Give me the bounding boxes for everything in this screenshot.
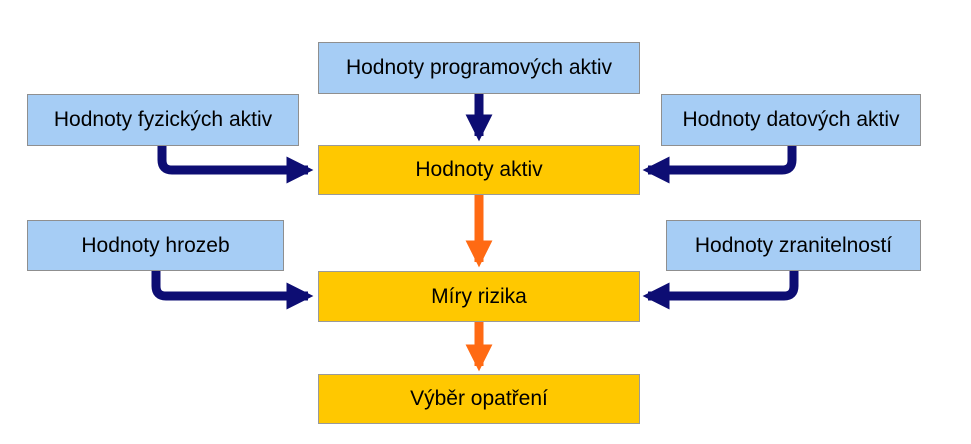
arrow-data-to-asset-values	[642, 146, 797, 184]
node-threats-label: Hodnoty hrozeb	[81, 233, 230, 257]
arrow-vulnerabilities-to-risk	[642, 271, 799, 310]
node-vulnerabilities: Hodnoty zranitelností	[666, 220, 921, 271]
node-software-assets-label: Hodnoty programových aktiv	[345, 56, 613, 79]
node-physical-assets: Hodnoty fyzických aktiv	[27, 94, 299, 146]
node-asset-values: Hodnoty aktiv	[318, 145, 640, 195]
node-risk-measures-label: Míry rizika	[431, 284, 527, 308]
node-countermeasures: Výběr opatření	[318, 374, 640, 424]
node-software-assets: Hodnoty programových aktiv	[318, 42, 640, 94]
node-risk-measures: Míry rizika	[318, 271, 640, 322]
node-countermeasures-label: Výběr opatření	[410, 387, 548, 410]
node-asset-values-label: Hodnoty aktiv	[415, 158, 543, 181]
node-vulnerabilities-label: Hodnoty zranitelností	[694, 233, 893, 257]
node-threats: Hodnoty hrozeb	[27, 220, 284, 271]
arrow-physical-to-asset-values	[157, 146, 314, 184]
arrow-threats-to-risk	[151, 271, 314, 310]
node-data-assets-label: Hodnoty datových aktiv	[682, 108, 900, 131]
node-data-assets: Hodnoty datových aktiv	[661, 94, 921, 146]
node-physical-assets-label: Hodnoty fyzických aktiv	[53, 108, 273, 131]
